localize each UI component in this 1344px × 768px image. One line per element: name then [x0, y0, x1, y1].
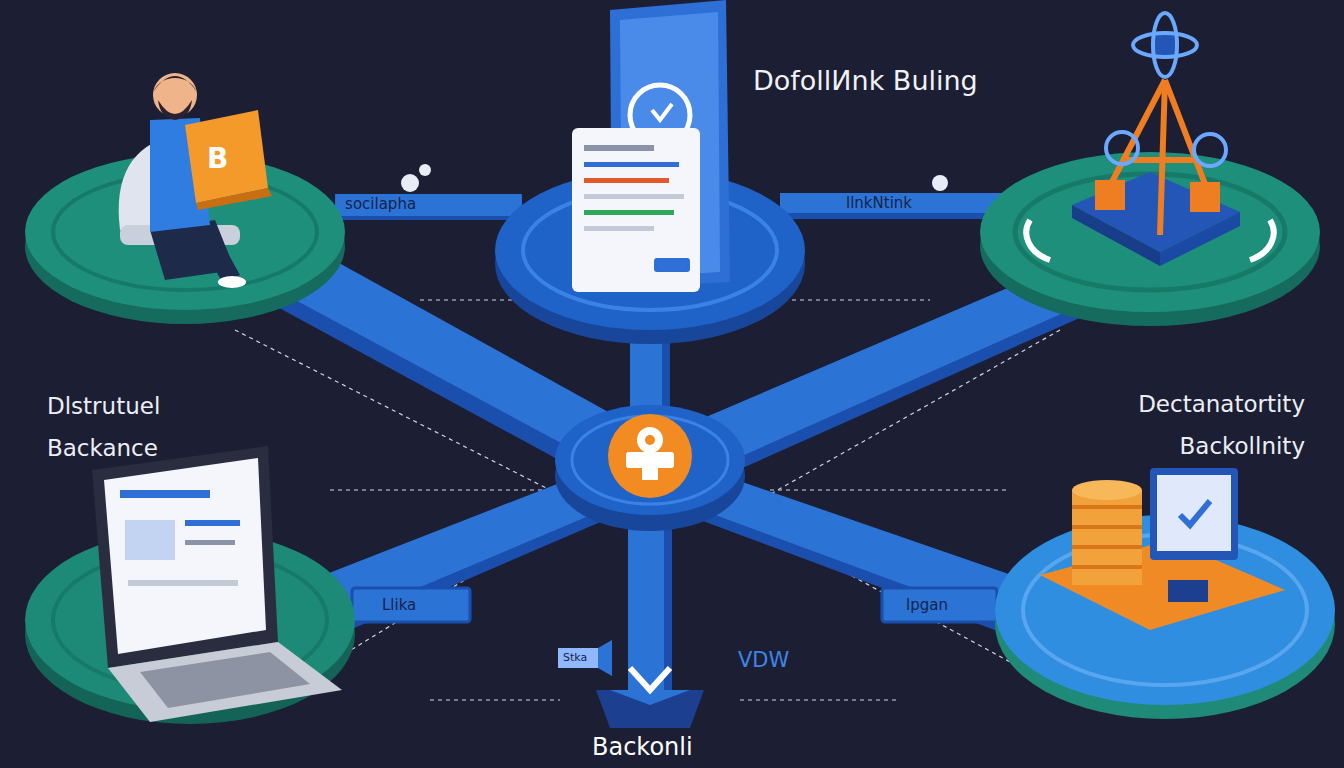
free-label: VDW: [738, 648, 789, 672]
platform-arc: [1026, 220, 1050, 260]
person-leg: [200, 230, 240, 282]
free-label: Backonli: [592, 733, 693, 761]
screen-line: [128, 580, 238, 586]
small-device: [1168, 580, 1208, 602]
stub-base: [596, 690, 704, 728]
atom-orbit: [1153, 13, 1177, 77]
screen-line: [185, 520, 240, 526]
edge-label: socilapha: [345, 195, 416, 213]
tower-block: [1095, 180, 1125, 210]
card-line: [584, 194, 684, 199]
laptop-frame: [92, 446, 278, 668]
card-line: [584, 145, 654, 151]
tower-base: [1072, 172, 1240, 252]
top-right-platform: [980, 152, 1320, 326]
coin-top: [1072, 480, 1142, 500]
coin-stripe: [1072, 505, 1142, 509]
tag-box: [558, 648, 598, 668]
coin-stack: [1072, 490, 1142, 585]
coins-illustration: [1040, 468, 1285, 630]
person-beard: [158, 100, 192, 120]
tower-block: [1190, 182, 1220, 212]
laptop-screen: [104, 458, 266, 654]
free-label: llnkNtink: [846, 194, 912, 212]
check-icon: [1180, 501, 1210, 525]
connector-knob: [419, 164, 431, 176]
dashed-line: [770, 489, 1010, 490]
screen-block: [125, 520, 175, 560]
monitor: [1150, 468, 1238, 560]
arm-block: [352, 588, 470, 622]
platform-top: [980, 152, 1320, 312]
screen-line: [120, 490, 210, 498]
hub-top: [555, 405, 745, 515]
card-line: [584, 210, 674, 215]
dashed-line: [430, 699, 560, 700]
coin-stripe: [1072, 525, 1142, 529]
platform-arc: [1250, 220, 1274, 260]
free-label: Stka: [563, 651, 587, 664]
chevron-icon: [630, 668, 670, 690]
tower-ring: [1106, 132, 1138, 164]
connector-knob: [401, 174, 419, 192]
phone-illustration: [572, 0, 730, 292]
tower-base-side: [1072, 205, 1160, 266]
monitor-screen: [1157, 475, 1231, 551]
node-heading: Dectanatortity Backollnity: [1123, 383, 1305, 467]
laptop-illustration: [92, 446, 342, 722]
tower-illustration: [1072, 13, 1240, 266]
laptop-base: [196, 188, 272, 210]
hub-symbol: [642, 466, 658, 480]
dashed-line: [740, 699, 900, 700]
hub-symbol: [645, 435, 655, 445]
connector-bar-side: [780, 213, 1010, 219]
card-line: [584, 162, 679, 167]
shoe: [218, 276, 246, 288]
hub-disc: [608, 414, 692, 498]
free-label: lpgan: [906, 596, 948, 614]
orange-laptop: [185, 110, 268, 203]
tower-base-side: [1160, 212, 1240, 266]
connector-top: [335, 194, 522, 216]
card-button: [654, 258, 690, 272]
arm-block: [882, 588, 997, 622]
hub-symbol: [626, 452, 674, 468]
person-hair: [153, 76, 197, 92]
hub: [555, 405, 745, 531]
person-illustration: [119, 73, 272, 288]
hub-symbol: [637, 427, 663, 453]
card-line: [584, 226, 654, 231]
node-heading: Dlstrutuel Backance: [47, 385, 212, 469]
connector-knob: [932, 175, 948, 191]
card-line: [584, 178, 669, 183]
free-label: Llika: [382, 596, 416, 614]
screen-line: [185, 540, 235, 545]
tag-flag: [598, 640, 612, 676]
connector-side: [335, 196, 522, 220]
phone-icon: [652, 104, 672, 120]
laptop-keyboard: [108, 642, 342, 722]
node-heading: B: [207, 142, 228, 176]
atom-orbit: [1133, 33, 1197, 57]
coin-stripe: [1072, 545, 1142, 549]
coin-stripe: [1072, 565, 1142, 569]
tower-ring: [1194, 134, 1226, 166]
node-heading: DofollИnk Buling: [753, 64, 978, 98]
keyboard-keys: [140, 652, 310, 708]
web-card: [572, 128, 700, 292]
person-head: [153, 73, 197, 117]
bottom-stub: [558, 640, 704, 728]
